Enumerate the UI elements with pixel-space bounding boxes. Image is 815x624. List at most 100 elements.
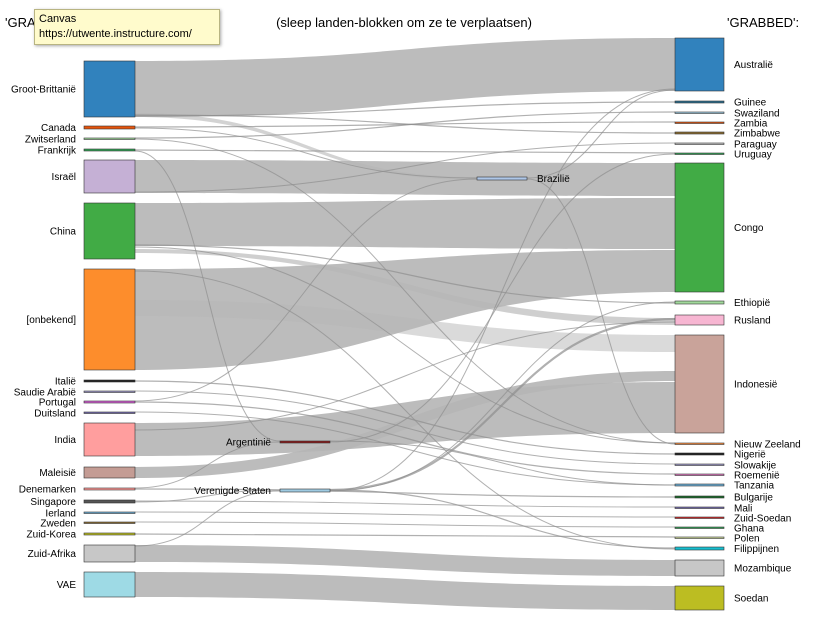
flow-denemarken-to-bulgarije: [134, 488, 676, 498]
label-paraguay: Paraguay: [734, 139, 777, 150]
flow-verenigde-staten-to-rusland: [329, 317, 676, 492]
flow-groot-brittannie-to-zimbabwe: [134, 114, 676, 134]
node-zimbabwe[interactable]: [674, 131, 725, 135]
country-nodes[interactable]: [83, 37, 725, 611]
flow-groot-brittannie-to-guinee: [134, 101, 676, 117]
node-verenigde-staten[interactable]: [279, 488, 331, 493]
flow-china-to-nieuw-zeeland: [134, 246, 676, 444]
node-mali[interactable]: [674, 506, 725, 509]
flow-groot-brittannie-to-australie: [135, 38, 675, 117]
label-indonesie: Indonesië: [734, 380, 778, 391]
node-ethiopie[interactable]: [674, 300, 725, 305]
node-australie[interactable]: [674, 37, 725, 92]
node-italie[interactable]: [83, 379, 136, 383]
label-australie: Australië: [734, 60, 773, 71]
node-swaziland[interactable]: [674, 111, 725, 114]
node-saudie-arabie[interactable]: [83, 390, 136, 393]
country-labels: Groot-BrittaniëCanadaZwitserlandFrankrij…: [11, 60, 801, 605]
flow-frankrijk-to-uruguay: [134, 149, 676, 154]
node-onbekend[interactable]: [83, 268, 136, 371]
flow-singapore-to-verenigde-staten: [134, 489, 281, 503]
label-ghana: Ghana: [734, 523, 764, 534]
node-mozambique[interactable]: [674, 559, 725, 577]
node-zweden[interactable]: [83, 521, 136, 524]
node-zuid-afrika[interactable]: [83, 544, 136, 563]
node-portugal[interactable]: [83, 400, 136, 404]
node-filippijnen[interactable]: [674, 546, 725, 551]
node-groot-brittannie[interactable]: [83, 60, 136, 118]
node-congo[interactable]: [674, 162, 725, 293]
node-frankrijk[interactable]: [83, 148, 136, 152]
flow-duitsland-to-tanzania: [134, 411, 676, 486]
flow-zweden-to-ghana: [134, 521, 676, 528]
label-duitsland: Duitsland: [34, 408, 76, 419]
label-polen: Polen: [734, 533, 760, 544]
node-zuid-korea[interactable]: [83, 532, 136, 536]
node-slowakije[interactable]: [674, 463, 725, 466]
node-rusland[interactable]: [674, 314, 725, 326]
label-frankrijk: Frankrijk: [38, 146, 77, 157]
node-bulgarije[interactable]: [674, 495, 725, 499]
node-tanzania[interactable]: [674, 483, 725, 487]
node-maleisie[interactable]: [83, 466, 136, 479]
node-denemarken[interactable]: [83, 487, 136, 491]
node-guinee[interactable]: [674, 100, 725, 104]
label-swaziland: Swaziland: [734, 108, 780, 119]
node-soedan[interactable]: [674, 585, 725, 611]
label-uruguay: Uruguay: [734, 149, 772, 160]
flow-brazilie-to-australie: [526, 89, 676, 179]
tooltip-title: Canvas: [39, 13, 77, 25]
node-duitsland[interactable]: [83, 411, 136, 414]
label-zuid-soedan: Zuid-Soedan: [734, 513, 791, 524]
node-argentinie[interactable]: [279, 440, 331, 444]
node-vae[interactable]: [83, 571, 136, 598]
flow-italie-to-nigerie: [134, 380, 676, 455]
node-zambia[interactable]: [674, 121, 725, 124]
node-ierland[interactable]: [83, 511, 136, 514]
flow-links: [134, 38, 676, 610]
node-indonesie[interactable]: [674, 334, 725, 434]
node-china[interactable]: [83, 202, 136, 260]
flow-zuid-afrika-to-mozambique: [135, 545, 675, 576]
node-israel[interactable]: [83, 159, 136, 194]
node-polen[interactable]: [674, 536, 725, 539]
label-zambia: Zambia: [734, 118, 768, 129]
node-nigerie[interactable]: [674, 452, 725, 456]
node-zwitserland[interactable]: [83, 137, 136, 140]
flow-zwitserland-to-nieuw-zeeland: [134, 138, 676, 444]
node-uruguay[interactable]: [674, 152, 725, 155]
label-nigerie: Nigerië: [734, 450, 766, 461]
flow-china-to-congo: [135, 198, 675, 249]
label-mali: Mali: [734, 503, 752, 514]
flow-maleisie-to-indonesie: [135, 371, 675, 478]
node-paraguay[interactable]: [674, 142, 725, 145]
node-brazilie[interactable]: [476, 176, 528, 181]
node-ghana[interactable]: [674, 526, 725, 529]
label-zuid-afrika: Zuid-Afrika: [28, 549, 77, 560]
flow-groot-brittannie-to-brazilie: [135, 113, 477, 180]
node-roemenie[interactable]: [674, 473, 725, 476]
node-india[interactable]: [83, 422, 136, 457]
label-brazilie: Brazilië: [537, 174, 570, 185]
label-saudie-arabie: Saudie Arabië: [14, 387, 77, 398]
node-zuid-soedan[interactable]: [674, 516, 725, 519]
label-roemenie: Roemenië: [734, 470, 780, 481]
flow-canada-to-brazilie: [134, 127, 478, 179]
flow-zuid-korea-to-polen: [134, 533, 676, 538]
flow-onbekend-to-filippijnen: [134, 270, 676, 550]
label-israel: Israël: [52, 172, 76, 183]
node-canada[interactable]: [83, 125, 136, 130]
flow-zuid-afrika-to-verenigde-staten: [134, 490, 281, 547]
label-ierland: Ierland: [45, 508, 76, 519]
flow-frankrijk-to-argentinie: [134, 150, 281, 442]
label-guinee: Guinee: [734, 98, 767, 109]
label-onbekend: [onbekend]: [27, 315, 77, 326]
label-canada: Canada: [41, 123, 76, 134]
flow-brazilie-to-nieuw-zeeland: [526, 178, 676, 445]
node-singapore[interactable]: [83, 499, 136, 504]
flow-denemarken-to-argentinie: [134, 441, 281, 489]
node-nieuw-zeeland[interactable]: [674, 442, 725, 445]
label-portugal: Portugal: [39, 398, 76, 409]
label-groot-brittannie: Groot-Brittanië: [11, 85, 76, 96]
